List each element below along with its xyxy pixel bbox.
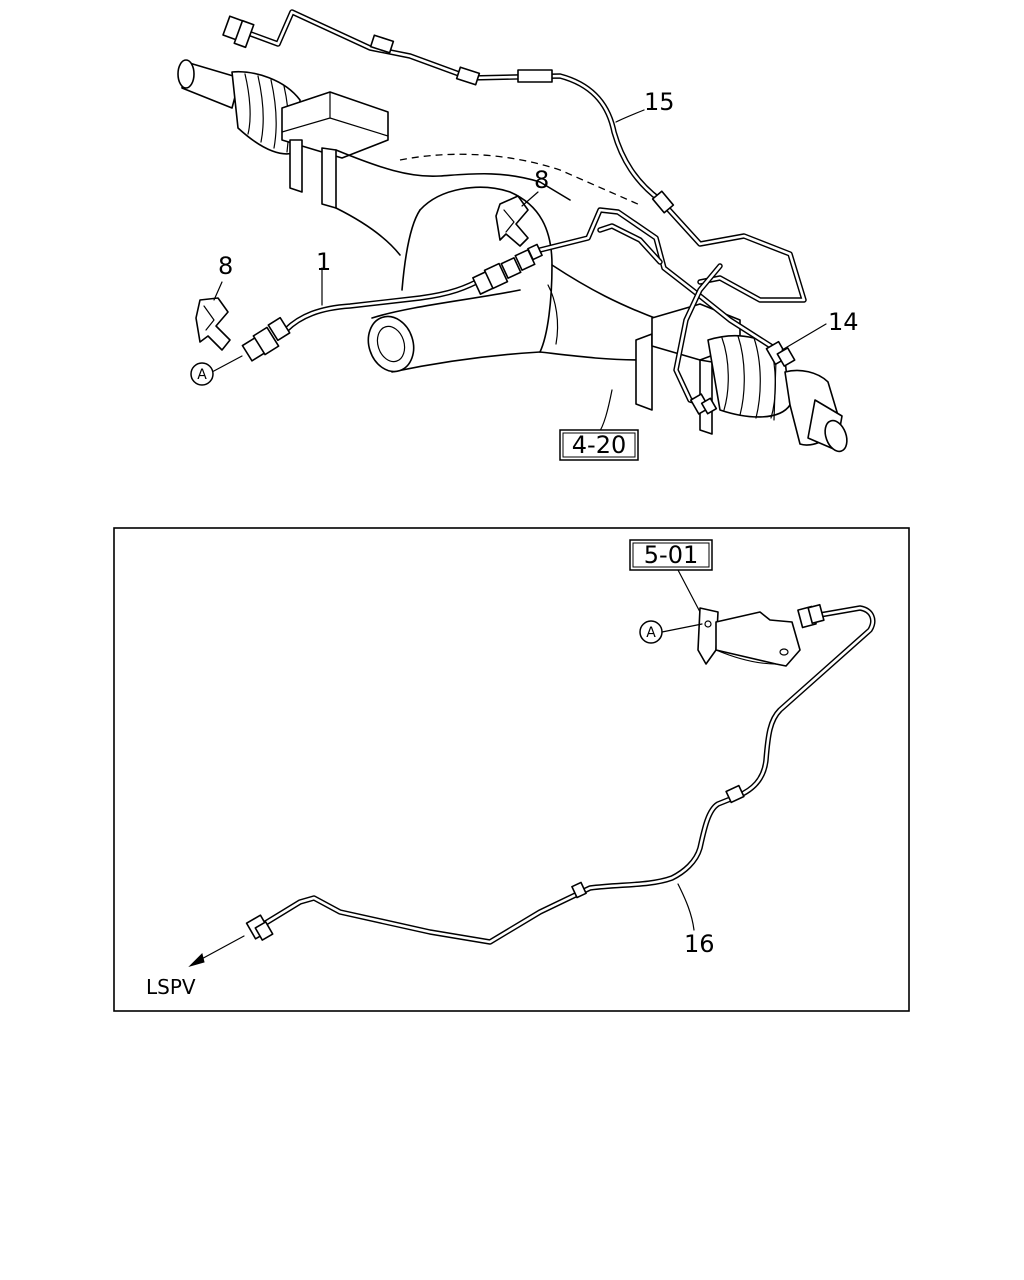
clip-8-right bbox=[495, 195, 529, 247]
label-part-8-left: 8 bbox=[218, 252, 233, 280]
mounting-bracket bbox=[661, 607, 801, 667]
brake-pipe-14 bbox=[537, 207, 796, 415]
label-part-16: 16 bbox=[684, 930, 715, 958]
ref-bracket-text: 5-01 bbox=[644, 541, 698, 569]
label-part-1: 1 bbox=[316, 248, 331, 276]
connection-a-bottom-text: A bbox=[646, 625, 656, 641]
connection-marker-a-bottom: A bbox=[639, 620, 663, 644]
clip-8-left bbox=[195, 297, 231, 351]
flexible-hose-1 bbox=[211, 243, 543, 373]
brake-pipe-16 bbox=[245, 603, 876, 945]
detail-frame bbox=[113, 527, 910, 1012]
label-destination-lspv: LSPV bbox=[146, 975, 196, 999]
leader-line-16 bbox=[677, 883, 695, 931]
ref-box-axle: 4-20 bbox=[559, 429, 639, 461]
ref-axle-text: 4-20 bbox=[572, 431, 626, 459]
brake-pipe-15 bbox=[222, 9, 807, 303]
label-part-8-right: 8 bbox=[534, 166, 549, 194]
connection-a-top-text: A bbox=[197, 367, 207, 383]
label-part-15: 15 bbox=[644, 88, 675, 116]
label-part-14: 14 bbox=[828, 308, 859, 336]
rear-axle-assembly bbox=[177, 59, 848, 453]
lspv-arrow bbox=[188, 935, 245, 968]
ref-box-bracket: 5-01 bbox=[629, 539, 713, 613]
connection-marker-a-top: A bbox=[190, 362, 214, 386]
